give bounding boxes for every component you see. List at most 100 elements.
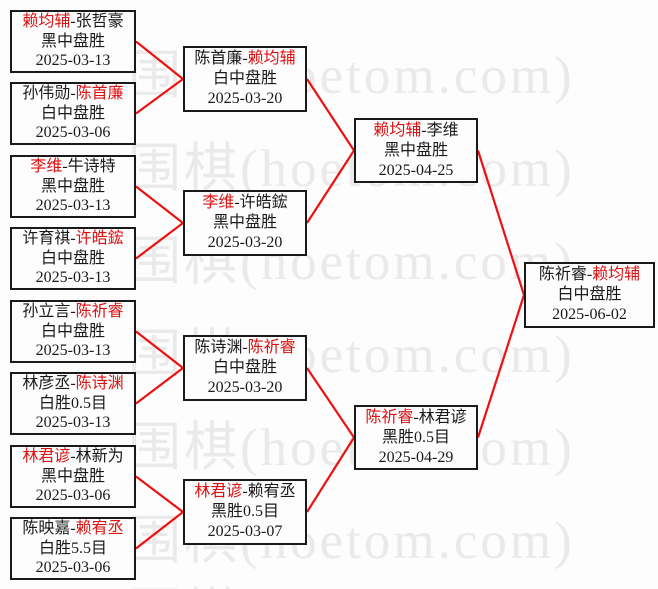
dash-separator: -	[70, 13, 76, 30]
player-name: 赖宥丞	[75, 520, 124, 537]
dash-separator: -	[413, 409, 419, 426]
player-name: 张哲豪	[75, 13, 124, 30]
connector-line	[135, 475, 184, 513]
dash-separator: -	[70, 448, 76, 465]
match-result: 黑中盘胜	[40, 467, 105, 485]
player-name: 陈首廉	[194, 50, 243, 67]
match-final: 陈祈睿-赖均辅 白中盘胜 2025-06-02	[524, 262, 655, 328]
match-result: 白中盘胜	[557, 286, 622, 303]
dash-separator: -	[70, 85, 76, 102]
connector-line	[135, 185, 184, 224]
match-sf-2: 陈祈睿-林君谚 黑胜0.5目 2025-04-29	[354, 405, 478, 470]
player-name: 李维	[426, 122, 459, 139]
player-name: 陈祈睿	[365, 409, 414, 426]
match-players: 赖均辅-张哲豪	[12, 12, 134, 32]
match-players: 陈祈睿-赖均辅	[526, 265, 653, 285]
match-r1-8: 陈映嘉-赖宥丞 白胜5.5目 2025-03-06	[10, 517, 136, 580]
player-name: 陈映嘉	[22, 520, 71, 537]
match-r2-3: 陈诗渊-陈祈睿 白中盘胜 2025-03-20	[183, 335, 307, 401]
match-result: 黑中盘胜	[383, 142, 448, 159]
player-name: 林新为	[75, 448, 124, 465]
match-date: 2025-06-02	[552, 306, 627, 323]
match-date: 2025-03-06	[35, 559, 111, 576]
dash-separator: -	[70, 230, 76, 247]
player-name: 陈祈睿	[247, 339, 296, 356]
connector-line	[135, 511, 184, 550]
match-date: 2025-04-29	[378, 449, 454, 466]
match-result: 黑胜0.5目	[381, 429, 450, 446]
match-r1-2: 孙伟勋-陈首廉 白中盘胜 2025-03-06	[10, 82, 136, 145]
match-result: 白胜0.5目	[38, 394, 107, 412]
player-name: 林君谚	[22, 448, 71, 465]
match-players: 林君谚-林新为	[12, 447, 134, 467]
match-date: 2025-03-06	[35, 487, 111, 504]
match-result: 白中盘胜	[40, 322, 105, 340]
match-result: 黑胜0.5目	[210, 503, 279, 520]
player-name: 陈诗渊	[194, 339, 243, 356]
match-r2-2: 李维-许皓鋐 黑中盘胜 2025-03-20	[183, 190, 307, 256]
match-players: 陈映嘉-赖宥丞	[12, 519, 134, 539]
dash-separator: -	[586, 266, 593, 283]
match-players: 孙立言-陈祈睿	[12, 302, 134, 322]
match-players: 李维-牛诗特	[12, 157, 134, 177]
match-result: 白中盘胜	[40, 104, 105, 122]
match-result: 白中盘胜	[212, 70, 277, 87]
match-players: 李维-许皓鋐	[185, 193, 305, 213]
player-name: 陈祈睿	[538, 266, 587, 283]
connector-line	[306, 78, 355, 152]
player-name: 赖均辅	[247, 50, 296, 67]
player-name: 赖均辅	[592, 266, 641, 283]
match-players: 陈诗渊-陈祈睿	[185, 338, 305, 358]
player-name: 许育祺	[22, 230, 71, 247]
match-date: 2025-03-13	[35, 414, 111, 431]
match-date: 2025-03-13	[35, 197, 111, 214]
player-name: 许皓鋐	[239, 194, 288, 211]
dash-separator: -	[62, 158, 68, 175]
player-name: 孙伟勋	[22, 85, 71, 102]
match-result: 黑中盘胜	[40, 32, 105, 50]
watermark-text: 围棋(hoetom.com)	[128, 419, 575, 477]
dash-separator: -	[421, 122, 427, 139]
player-name: 赖均辅	[373, 122, 422, 139]
player-name: 林君谚	[418, 409, 467, 426]
player-name: 赖宥丞	[247, 483, 296, 500]
player-name: 李维	[30, 158, 63, 175]
match-players: 林彦丞-陈诗渊	[12, 374, 134, 394]
match-players: 陈首廉-赖均辅	[185, 49, 305, 69]
match-players: 林君谚-赖宥丞	[185, 482, 305, 502]
match-date: 2025-03-20	[207, 379, 283, 396]
player-name: 李维	[202, 194, 235, 211]
watermark-text: 围棋(hoetom.com)	[128, 571, 575, 589]
connector-line	[306, 367, 355, 439]
match-result: 白中盘胜	[40, 249, 105, 267]
match-r1-5: 孙立言-陈祈睿 白中盘胜 2025-03-13	[10, 300, 136, 363]
match-players: 许育祺-许皓鋐	[12, 229, 134, 249]
player-name: 陈诗渊	[75, 375, 124, 392]
player-name: 林彦丞	[22, 375, 71, 392]
connector-line	[135, 78, 184, 115]
match-r2-4: 林君谚-赖宥丞 黑胜0.5目 2025-03-07	[183, 479, 307, 545]
dash-separator: -	[242, 339, 248, 356]
connector-line	[135, 367, 184, 405]
match-players: 孙伟勋-陈首廉	[12, 84, 134, 104]
player-name: 陈首廉	[75, 85, 124, 102]
match-date: 2025-03-20	[207, 234, 283, 251]
match-r1-1: 赖均辅-张哲豪 黑中盘胜 2025-03-13	[10, 10, 136, 73]
match-date: 2025-03-07	[207, 523, 283, 540]
dash-separator: -	[70, 303, 76, 320]
match-date: 2025-03-06	[35, 124, 111, 141]
dash-separator: -	[242, 483, 248, 500]
connector-line	[306, 149, 355, 224]
match-players: 陈祈睿-林君谚	[356, 408, 476, 428]
player-name: 牛诗特	[67, 158, 116, 175]
match-date: 2025-03-13	[35, 52, 111, 69]
connector-line	[135, 330, 184, 369]
player-name: 赖均辅	[22, 13, 71, 30]
connector-line	[476, 150, 526, 296]
watermark-text: 围棋(hoetom.com)	[128, 140, 575, 198]
dash-separator: -	[242, 50, 248, 67]
match-date: 2025-03-20	[207, 90, 283, 107]
match-result: 黑中盘胜	[40, 177, 105, 195]
dash-separator: -	[70, 375, 76, 392]
